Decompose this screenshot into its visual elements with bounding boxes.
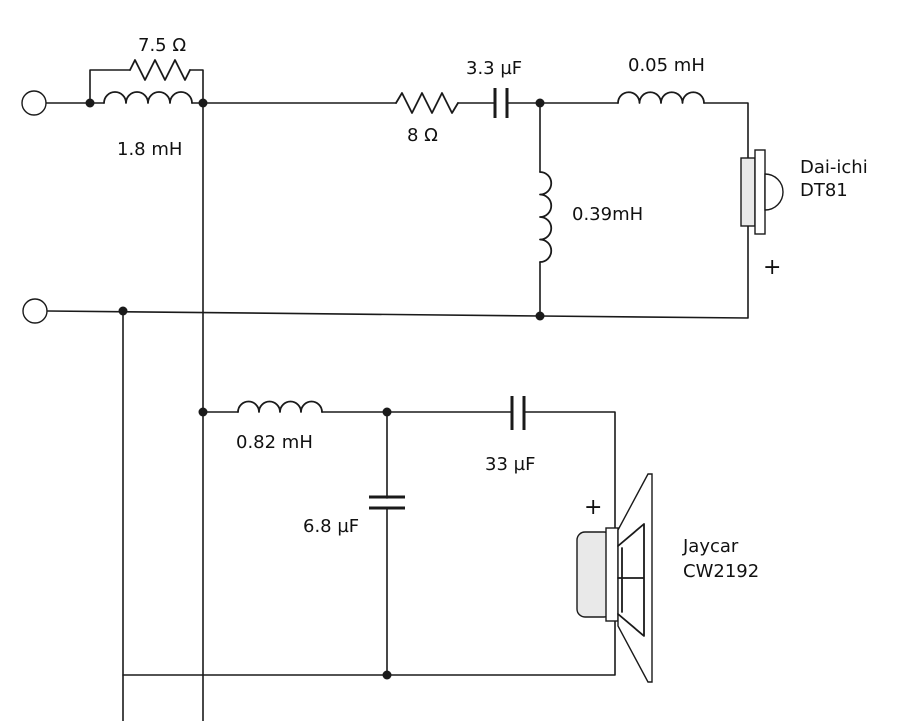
label-r-bypass: 7.5 Ω (138, 35, 186, 56)
tweeter-speaker (740, 149, 784, 235)
junction-negative (118, 306, 128, 316)
wire-to-tweeter (703, 102, 749, 159)
wire-woofer-feed (202, 411, 616, 531)
woofer-polarity: + (584, 495, 602, 520)
label-c-woofer-series: 33 µF (485, 454, 535, 475)
terminal-positive (21, 90, 47, 116)
label-l-series-main: 1.8 mH (117, 139, 182, 160)
wire-woofer-return (122, 619, 616, 676)
junction-woofer-feed (198, 407, 208, 417)
capacitor-33-uf (510, 396, 526, 430)
tweeter-model: DT81 (800, 180, 848, 201)
junction-input (85, 98, 95, 108)
wire-bypass-loop (89, 69, 204, 104)
label-r-tweeter: 8 Ω (407, 125, 438, 146)
woofer-brand: Jaycar (682, 536, 739, 557)
tweeter-polarity: + (763, 255, 781, 280)
label-l-tweeter-series: 0.05 mH (628, 55, 705, 76)
label-c-woofer-shunt: 6.8 µF (303, 516, 359, 537)
junction-woofer-node (382, 407, 392, 417)
capacitor-6-8-uf (369, 495, 405, 510)
junction-tweeter-return (535, 311, 545, 321)
resistor-7-5-ohm (129, 59, 191, 81)
tweeter-brand: Dai-ichi (800, 157, 868, 178)
terminal-negative (22, 298, 48, 324)
junction-woofer-return (382, 670, 392, 680)
label-c-tweeter: 3.3 µF (466, 58, 522, 79)
inductor-1-8-mh (103, 91, 193, 104)
resistor-8-ohm (395, 92, 459, 114)
woofer-model: CW2192 (683, 561, 759, 582)
junction-main (198, 98, 208, 108)
junction-tweeter-node (535, 98, 545, 108)
inductor-0-05-mh (617, 91, 705, 104)
woofer-speaker (576, 473, 653, 683)
inductor-0-39-mh (539, 171, 553, 263)
wire-tweeter-return (539, 225, 749, 319)
inductor-0-82-mh (237, 400, 323, 413)
wire-input-negative (47, 310, 541, 317)
capacitor-3-3-uf (493, 88, 509, 118)
label-l-woofer-series: 0.82 mH (236, 432, 313, 453)
label-l-tweeter-shunt: 0.39mH (572, 204, 643, 225)
